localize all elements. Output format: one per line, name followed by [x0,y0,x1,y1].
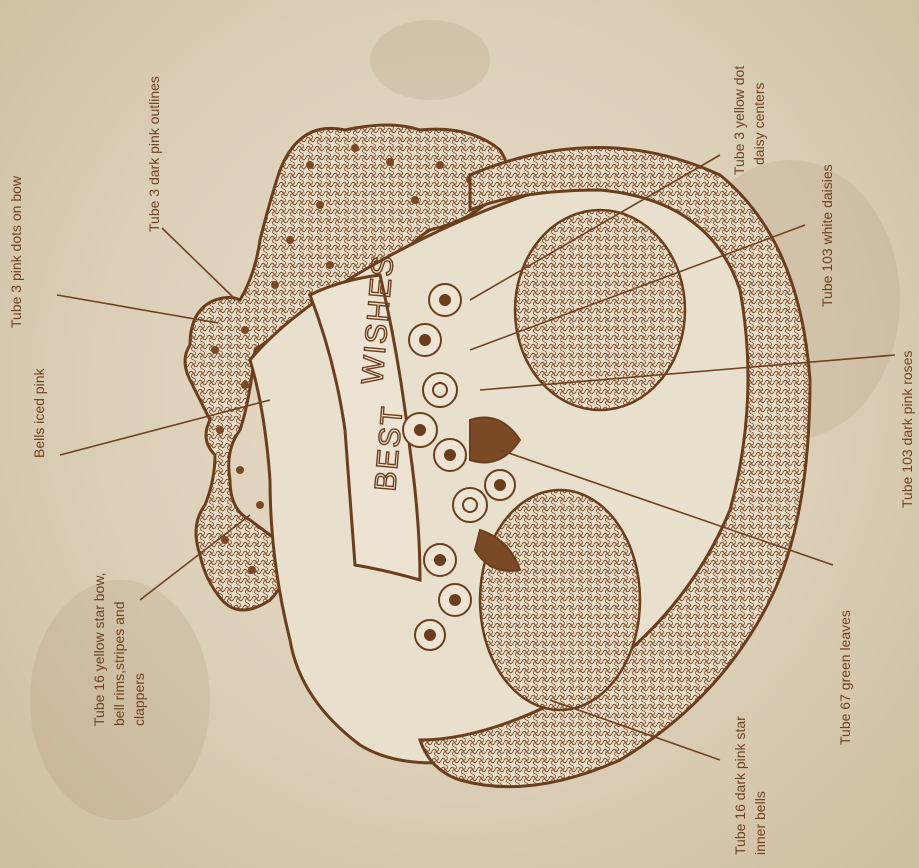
bells-cake-illustration: BEST WISHES [185,125,810,787]
label-dark-pink-star-inner-bells-line2: inner bells [752,791,768,855]
label-pink-dots-on-bow: Tube 3 pink dots on bow [8,175,24,328]
label-yellow-dot-daisy-centers-line1: Tube 3 yellow dot [731,66,747,175]
label-yellow-star-bow-line3: clappers [131,673,147,726]
label-dark-pink-outlines: Tube 3 dark pink outlines [146,76,162,232]
inner-bell-bottom [480,490,640,710]
label-bells-iced-pink: Bells iced pink [31,368,47,458]
label-yellow-star-bow-line1: Tube 16 yellow star bow, [91,572,107,726]
label-dark-pink-star-inner-bells-line1: Tube 16 dark pink star [732,716,748,855]
label-yellow-dot-daisy-centers-line2: daisy centers [751,83,767,165]
label-yellow-star-bow-line2: bell rims,stripes and [111,602,127,727]
label-green-leaves: Tube 67 green leaves [837,610,853,745]
label-white-daisies: Tube 103 white daisies [819,164,835,307]
label-dark-pink-roses: Tube 103 dark pink roses [899,351,915,508]
